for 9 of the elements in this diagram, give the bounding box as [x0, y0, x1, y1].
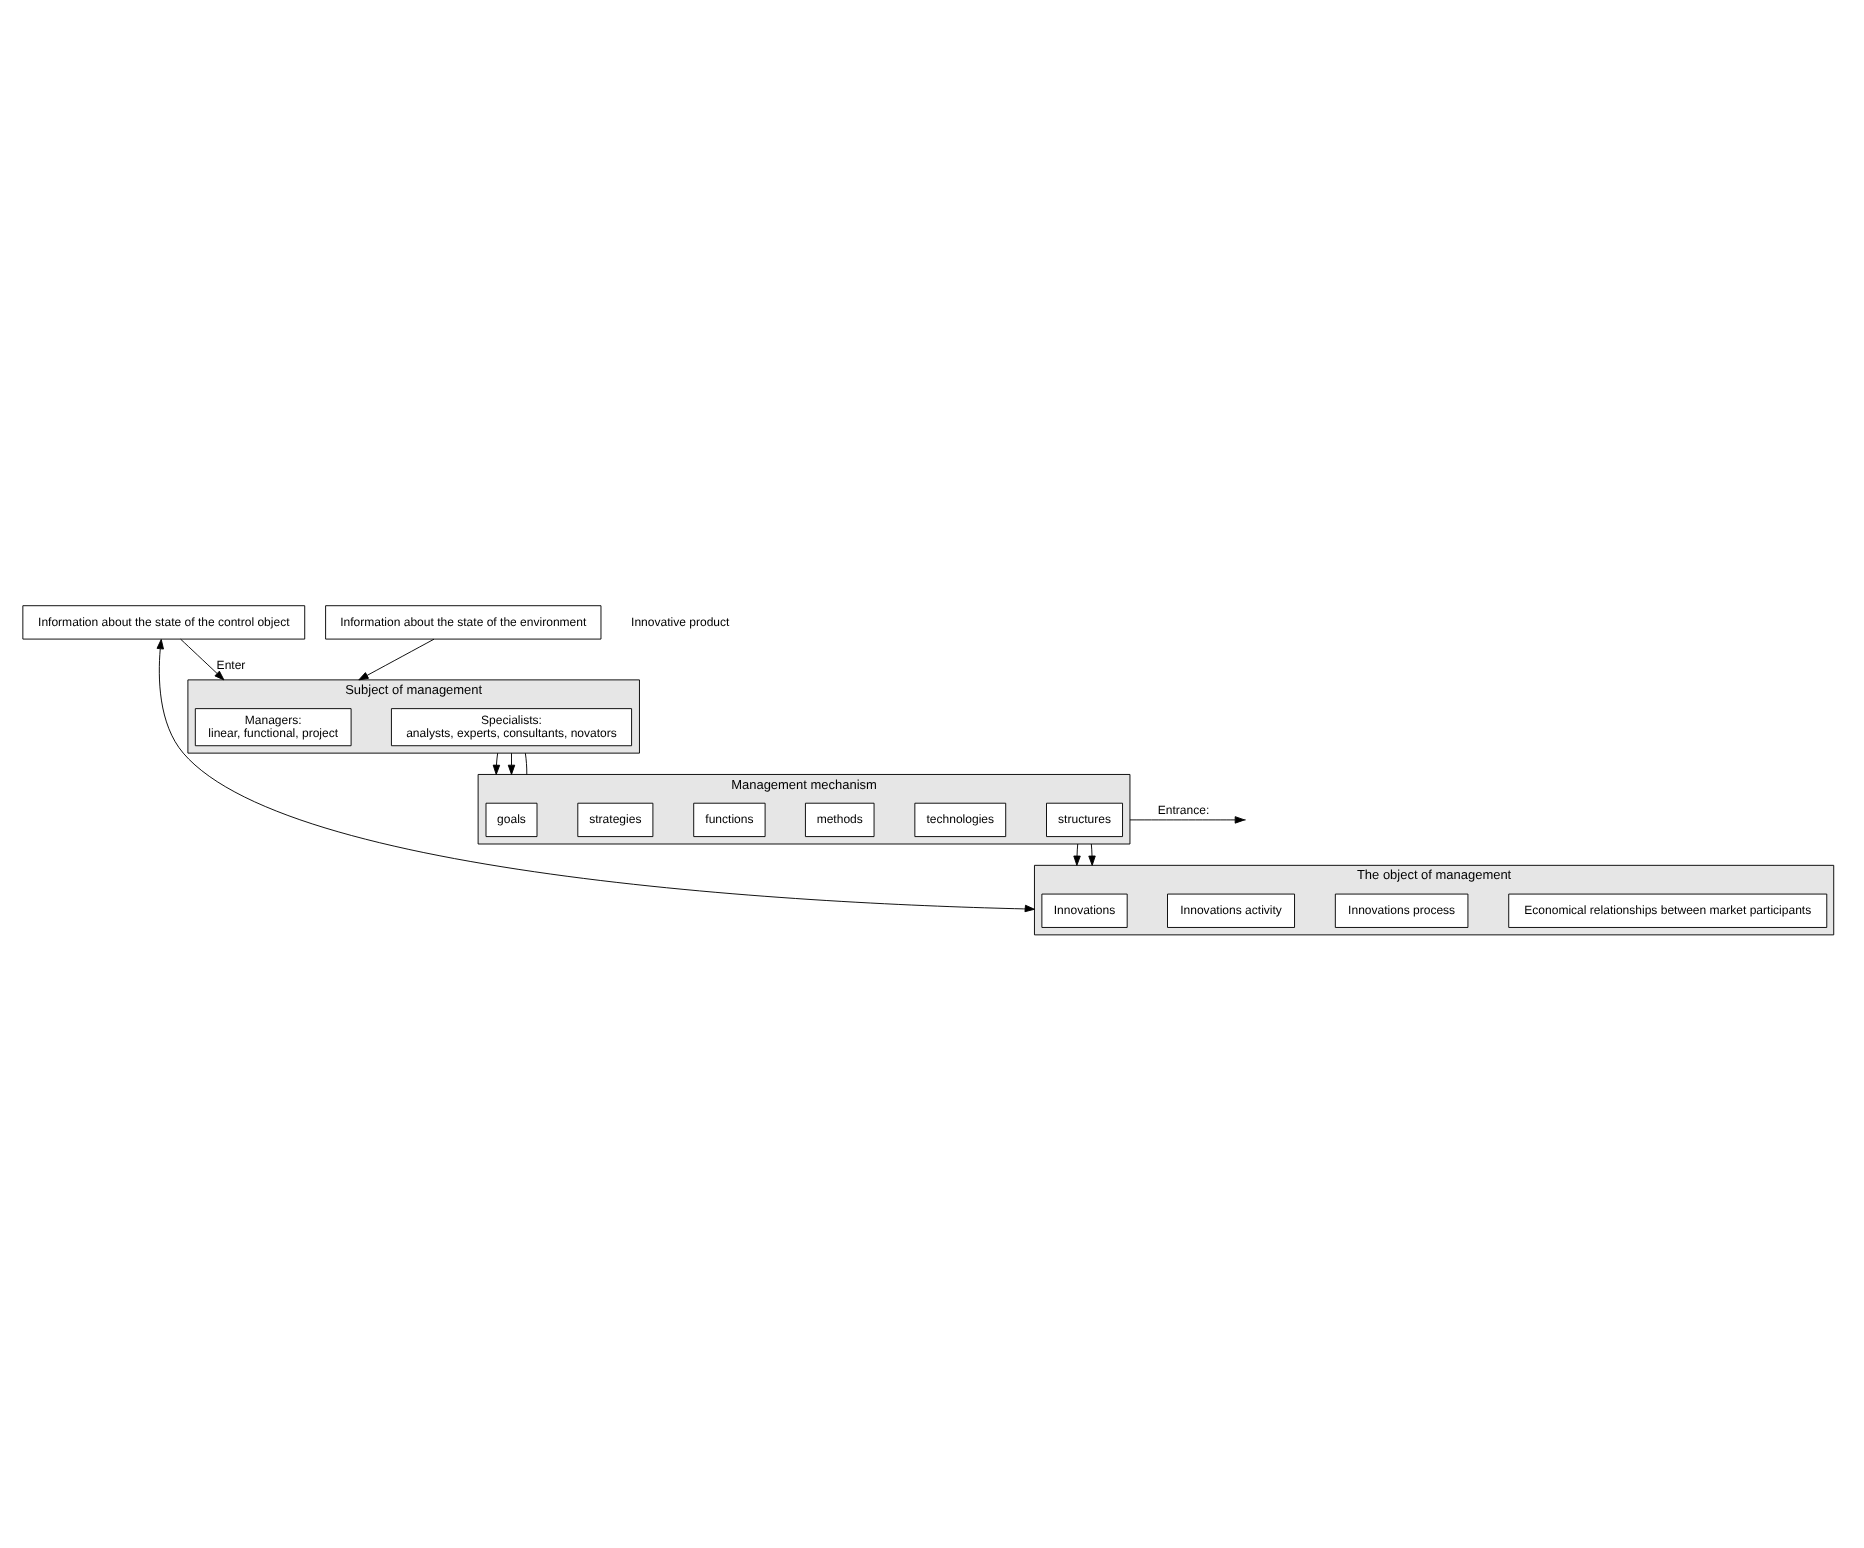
arrow: [1129, 816, 1245, 824]
connector: [524, 752, 528, 775]
arrow: [1073, 843, 1081, 866]
arrow: [180, 638, 225, 681]
arrow: [492, 752, 501, 775]
arrow: [156, 639, 1035, 913]
arrow: [358, 638, 435, 681]
arrow: [1088, 843, 1096, 866]
arrow: [507, 752, 516, 775]
